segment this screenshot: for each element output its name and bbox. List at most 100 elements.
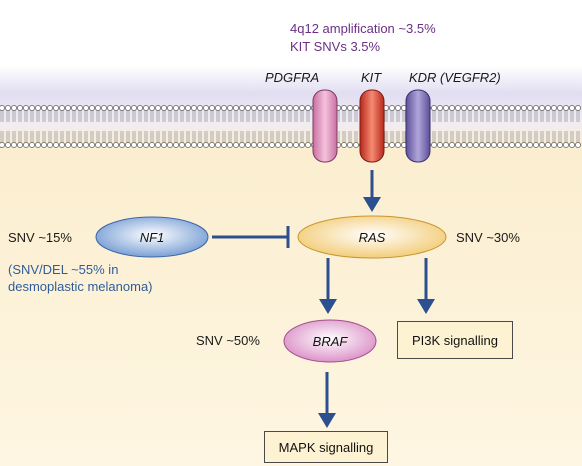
lipid-head — [197, 105, 203, 111]
lipid-head — [155, 105, 161, 111]
lipid-head — [497, 142, 503, 148]
lipid-head — [347, 142, 353, 148]
lipid-head — [449, 105, 455, 111]
lipid-head — [41, 105, 47, 111]
lipid-head — [47, 105, 53, 111]
mapk-label: MAPK signalling — [278, 439, 374, 455]
braf-label: BRAF — [312, 333, 348, 349]
ras-node — [297, 215, 447, 259]
mapk-box: MAPK signalling — [264, 431, 388, 463]
lipid-head — [521, 142, 527, 148]
lipid-head — [191, 105, 197, 111]
lipid-head — [23, 142, 29, 148]
lipid-head — [59, 105, 65, 111]
lipid-head — [251, 142, 257, 148]
lipid-head — [161, 105, 167, 111]
arrowhead-braf-to-mapk — [318, 413, 336, 428]
lipid-head — [209, 142, 215, 148]
lipid-head — [575, 142, 581, 148]
lipid-head — [443, 105, 449, 111]
lipid-head — [533, 142, 539, 148]
lipid-head — [53, 105, 59, 111]
lipid-head — [299, 105, 305, 111]
lipid-head — [353, 105, 359, 111]
lipid-head — [65, 142, 71, 148]
ras-snv-label: SNV ~30% — [456, 230, 520, 245]
lipid-head — [551, 142, 557, 148]
ras-label: RAS — [358, 229, 386, 245]
lipid-head — [227, 105, 233, 111]
arrowhead-ras-to-braf — [319, 299, 337, 314]
lipid-head — [95, 142, 101, 148]
lipid-head — [431, 105, 437, 111]
lipid-head — [455, 142, 461, 148]
lipid-head — [17, 142, 23, 148]
lipid-head — [515, 142, 521, 148]
lipid-head — [131, 142, 137, 148]
lipid-head — [527, 142, 533, 148]
lipid-head — [299, 142, 305, 148]
lipid-head — [95, 105, 101, 111]
lipid-head — [305, 105, 311, 111]
lipid-head — [281, 105, 287, 111]
lipid-head — [443, 142, 449, 148]
lipid-head — [485, 142, 491, 148]
lipid-head — [353, 142, 359, 148]
lipid-head — [77, 105, 83, 111]
lipid-head — [341, 142, 347, 148]
lipid-head — [179, 142, 185, 148]
lipid-head — [491, 142, 497, 148]
lipid-head — [203, 142, 209, 148]
lipid-head — [569, 105, 575, 111]
lipid-head — [185, 142, 191, 148]
lipid-head — [185, 105, 191, 111]
lipid-head — [83, 142, 89, 148]
braf-node — [283, 319, 377, 363]
lipid-head — [455, 105, 461, 111]
lipid-head — [497, 105, 503, 111]
lipid-head — [521, 105, 527, 111]
lipid-head — [107, 105, 113, 111]
lipid-head — [167, 142, 173, 148]
nf1-note-line1: (SNV/DEL ~55% in — [8, 262, 119, 277]
lipid-head — [515, 105, 521, 111]
braf-snv-label: SNV ~50% — [196, 333, 260, 348]
lipid-head — [65, 105, 71, 111]
lipid-head — [239, 105, 245, 111]
lipid-head — [221, 142, 227, 148]
lipid-head — [257, 105, 263, 111]
lipid-head — [107, 142, 113, 148]
lipid-head — [143, 142, 149, 148]
lipid-head — [143, 105, 149, 111]
lipid-head — [11, 142, 17, 148]
lipid-head — [53, 142, 59, 148]
lipid-head — [29, 105, 35, 111]
lipid-head — [479, 105, 485, 111]
lipid-head — [71, 142, 77, 148]
lipid-head — [563, 142, 569, 148]
lipid-head — [305, 142, 311, 148]
lipid-head — [77, 142, 83, 148]
amplification-label: 4q12 amplification ~3.5% — [290, 21, 436, 36]
lipid-head — [263, 142, 269, 148]
lipid-head — [251, 105, 257, 111]
lipid-head — [509, 142, 515, 148]
lipid-head — [575, 105, 581, 111]
arrowhead-kit-to-ras — [363, 197, 381, 212]
receptor-pdgfra — [312, 89, 338, 163]
lipid-head — [389, 105, 395, 111]
lipid-head — [551, 105, 557, 111]
lipid-head — [197, 142, 203, 148]
lipid-head — [233, 105, 239, 111]
lipid-head — [557, 142, 563, 148]
lipid-head — [341, 105, 347, 111]
lipid-head — [485, 105, 491, 111]
lipid-head — [473, 105, 479, 111]
lipid-head — [209, 105, 215, 111]
lipid-head — [479, 142, 485, 148]
lipid-head — [179, 105, 185, 111]
lipid-head — [293, 105, 299, 111]
lipid-head — [437, 105, 443, 111]
lipid-head — [137, 105, 143, 111]
